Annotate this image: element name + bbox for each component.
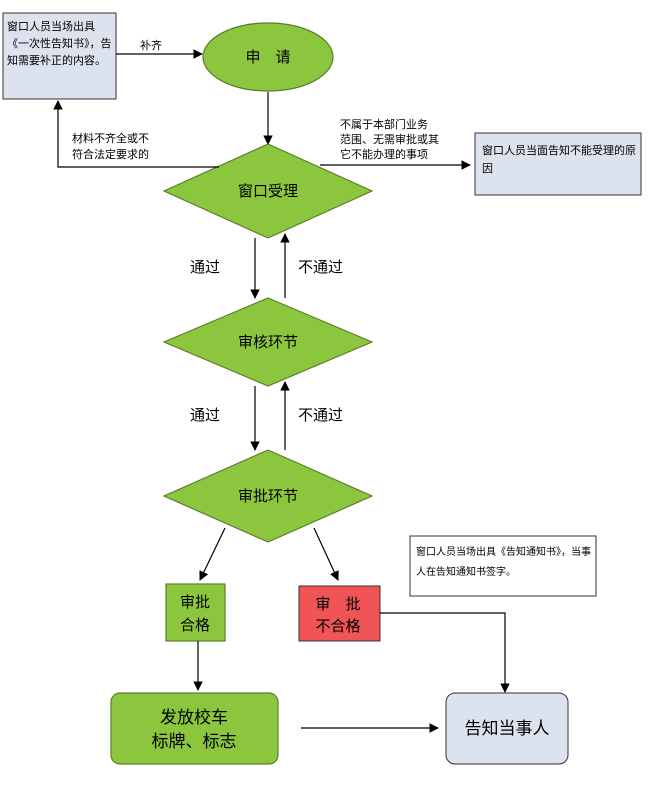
edge-fail-1-label: 不通过 [298,258,343,276]
notify-supplement-box: 窗口人员当场出具《一次性告知书》，告知需要补正的内容。 [2,12,117,100]
review-label: 审核环节 [238,333,298,351]
edge-rejected [313,527,339,581]
edge-materials-label-2: 符合法定要求的 [72,147,149,161]
notice-slip-box: 窗口人员当场出具《告知通知书》，当事人在告知通知书签字。 [409,535,597,597]
approved-label-2: 合格 [180,616,210,634]
reject-reason-text: 窗口人员当面告知不能受理的原因 [482,144,636,175]
notify-party-label: 告知当事人 [465,719,550,739]
edge-supplement-label: 补齐 [140,38,162,52]
edge-pass-1-label: 通过 [190,258,220,276]
window-accept-label: 窗口受理 [238,182,298,200]
notify-supplement-text: 窗口人员当场出具《一次性告知书》，告知需要补正的内容。 [7,20,112,67]
edge-approved [199,527,226,581]
rejected-label-1: 审 批 [315,595,360,613]
reject-reason-box: 窗口人员当面告知不能受理的原因 [474,132,642,196]
apply-label: 申 请 [245,48,290,66]
edge-out-scope-label-3: 它不能办理的事项 [340,147,428,161]
edge-out-scope-label-2: 范围、无需审批或其 [340,132,439,146]
edge-pass-2-label: 通过 [190,406,220,424]
rejected-label-2: 不合格 [315,617,360,635]
approved-node: 审批 合格 [165,583,226,642]
notice-slip-text: 窗口人员当场出具《告知通知书》，当事人在告知通知书签字。 [416,547,591,578]
edge-out-scope-label-1: 不属于本部门业务 [340,117,428,131]
approved-label-1: 审批 [180,593,210,611]
issue-label-2: 标牌、标志 [152,732,237,752]
notify-party-node: 告知当事人 [445,692,569,765]
edge-materials-label-1: 材料不齐全或不 [72,131,149,145]
issue-label-1: 发放校车 [160,708,228,728]
approval-label: 审批环节 [238,487,298,505]
apply-node: 申 请 [202,22,334,92]
issue-node: 发放校车 标牌、标志 [110,692,279,765]
approval-node: 审批环节 [162,449,374,543]
review-node: 审核环节 [162,297,374,387]
rejected-node: 审 批 不合格 [298,585,381,642]
edge-rejected-to-notify [380,612,510,693]
edge-fail-2-label: 不通过 [298,406,343,424]
edge-materials-incomplete [53,100,219,168]
